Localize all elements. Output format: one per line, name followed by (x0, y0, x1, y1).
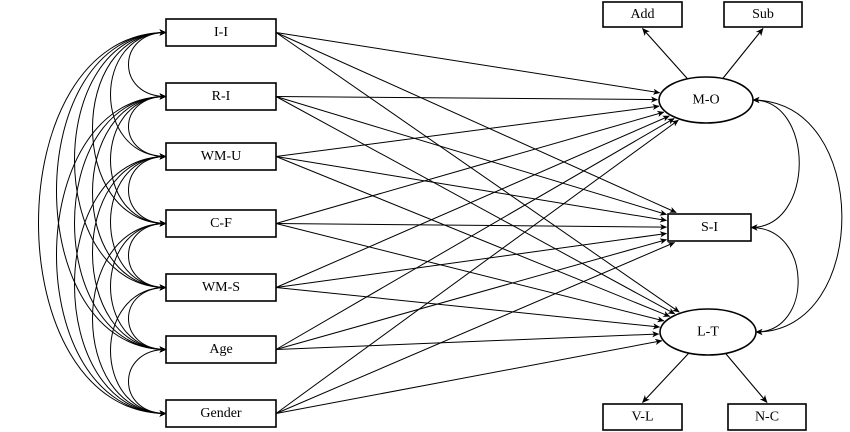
exogenous-node-box-gender (165, 399, 277, 428)
indicator-node-box-sub (723, 1, 803, 28)
structural-path-i-i-to-l-t (275, 32, 680, 313)
endogenous-node-label-l-t: L-T (697, 325, 719, 340)
correlation-arc-wm-u-gender (74, 153, 167, 417)
correlation-arc-r-i-c-f (110, 93, 167, 227)
exogenous-node-label-gender: Gender (200, 406, 242, 421)
correlation-arc-wm-u-wm-s (110, 153, 167, 291)
correlation-arc-s-i-l-t (750, 224, 799, 336)
exogenous-correlation-arcs (38, 29, 167, 417)
exogenous-node-label-c-f: C-F (210, 216, 232, 231)
structural-path-i-i-to-m-o (275, 32, 661, 95)
correlation-arc-r-i-age (74, 93, 167, 353)
exogenous-node-label-age: Age (209, 342, 232, 357)
endogenous-node-m-o[interactable]: M-O (658, 76, 754, 124)
exogenous-node-box-i-i (165, 18, 277, 47)
correlation-arc-wm-u-c-f (128, 153, 167, 227)
structural-path-i-i-to-s-i (275, 32, 677, 213)
loading-arrow-l-t-to-v-l (642, 352, 690, 403)
correlation-arc-age-gender (128, 346, 167, 417)
exogenous-node-box-r-i (165, 82, 277, 111)
indicator-node-sub[interactable]: Sub (723, 1, 803, 28)
structural-path-arrows (275, 32, 680, 414)
correlation-arc-i-i-r-i (128, 29, 167, 100)
exogenous-node-wm-u[interactable]: WM-U (165, 142, 277, 171)
exogenous-node-i-i[interactable]: I-I (165, 18, 277, 47)
correlation-arc-m-o-l-t (752, 96, 843, 336)
indicator-node-label-n-c: N-C (755, 410, 779, 425)
structural-path-wm-u-to-s-i (275, 156, 668, 223)
correlation-arc-i-i-c-f (92, 29, 167, 227)
exogenous-node-age[interactable]: Age (165, 335, 277, 364)
indicator-loading-arrows (642, 28, 768, 403)
structural-path-r-i-to-m-o (275, 96, 659, 103)
endogenous-node-ellipse-l-t (659, 308, 757, 356)
structural-path-age-to-l-t (275, 331, 660, 350)
structural-path-c-f-to-s-i (275, 223, 668, 231)
structural-path-wm-s-to-m-o (275, 115, 670, 288)
exogenous-node-box-age (165, 335, 277, 364)
exogenous-node-wm-s[interactable]: WM-S (165, 273, 277, 302)
exogenous-node-gender[interactable]: Gender (165, 399, 277, 428)
structural-path-gender-to-l-t (275, 338, 663, 414)
correlation-arc-wm-s-age (128, 284, 167, 353)
indicator-node-label-v-l: V-L (631, 410, 653, 425)
indicator-node-box-add (602, 1, 683, 28)
correlation-arc-m-o-s-i (750, 96, 800, 231)
indicator-node-box-n-c (727, 403, 807, 431)
endogenous-node-label-m-o: M-O (692, 93, 719, 108)
structural-path-wm-s-to-l-t (275, 287, 661, 330)
loading-arrow-m-o-to-sub (722, 28, 764, 79)
correlation-arc-wm-s-gender (110, 284, 167, 417)
structural-path-gender-to-m-o (275, 119, 679, 414)
endogenous-node-box-s-i (667, 213, 752, 242)
exogenous-node-box-wm-u (165, 142, 277, 171)
loading-arrow-m-o-to-add (642, 28, 689, 80)
exogenous-node-label-i-i: I-I (214, 25, 228, 40)
structural-path-age-to-s-i (275, 238, 668, 350)
endogenous-node-l-t[interactable]: L-T (659, 308, 757, 356)
structural-path-gender-to-s-i (275, 242, 676, 414)
correlation-arc-i-i-wm-u (110, 29, 167, 160)
exogenous-node-r-i[interactable]: R-I (165, 82, 277, 111)
structural-path-r-i-to-l-t (275, 96, 676, 315)
correlation-arc-c-f-gender (92, 220, 167, 417)
correlation-arc-c-f-age (110, 220, 167, 353)
endogenous-node-label-s-i: S-I (701, 220, 718, 235)
correlation-arc-r-i-gender (56, 93, 167, 417)
endogenous-node-ellipse-m-o (658, 76, 754, 124)
correlation-arc-i-i-wm-s (74, 29, 167, 291)
structural-path-wm-s-to-s-i (275, 231, 668, 288)
exogenous-node-box-wm-s (165, 273, 277, 302)
indicator-node-label-sub: Sub (752, 7, 774, 22)
structural-path-age-to-m-o (275, 118, 675, 350)
exogenous-node-label-wm-s: WM-S (202, 280, 240, 295)
exogenous-node-c-f[interactable]: C-F (165, 209, 277, 238)
structural-path-c-f-to-m-o (275, 110, 665, 224)
exogenous-node-label-wm-u: WM-U (201, 149, 241, 164)
exogenous-node-box-c-f (165, 209, 277, 238)
correlation-arc-r-i-wm-u (128, 93, 167, 160)
indicator-node-label-add: Add (630, 7, 654, 22)
correlation-arc-i-i-age (56, 29, 167, 353)
structural-path-wm-u-to-m-o (275, 103, 660, 157)
indicator-node-n-c[interactable]: N-C (727, 403, 807, 431)
correlation-arc-wm-u-age (92, 153, 167, 353)
indicator-node-add[interactable]: Add (602, 1, 683, 28)
endogenous-correlation-arcs (750, 96, 843, 336)
endogenous-node-s-i[interactable]: S-I (667, 213, 752, 242)
indicator-node-v-l[interactable]: V-L (602, 403, 683, 431)
structural-path-wm-u-to-l-t (275, 156, 671, 317)
loading-arrow-l-t-to-n-c (725, 353, 768, 403)
structural-path-r-i-to-s-i (275, 96, 668, 216)
indicator-node-box-v-l (602, 403, 683, 431)
correlation-arc-r-i-wm-s (92, 93, 167, 291)
exogenous-node-label-r-i: R-I (212, 89, 231, 104)
correlation-arc-i-i-gender (38, 29, 167, 417)
correlation-arc-c-f-wm-s (128, 220, 167, 291)
